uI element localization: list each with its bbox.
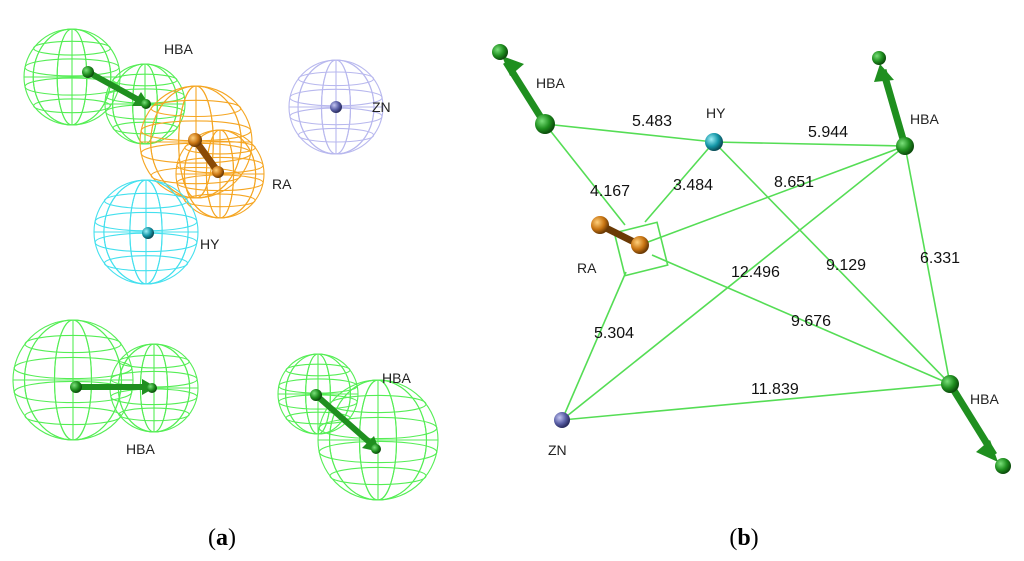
distance-ra-hba-right: 8.651 xyxy=(774,174,814,191)
label-ra: RA xyxy=(577,260,597,276)
hba-arrow xyxy=(879,69,909,147)
label-zn: ZN xyxy=(548,442,567,458)
zn-atom xyxy=(554,412,570,428)
line-hba-right-hba-bottom xyxy=(904,145,951,385)
hba-atom xyxy=(896,137,914,155)
ra-mesh-large xyxy=(139,85,253,199)
line-ra-hba-bottom xyxy=(651,254,951,385)
ra-atom xyxy=(591,216,609,234)
ra-projection-atom xyxy=(212,166,224,178)
label-hba-top-right: HBA xyxy=(910,111,939,127)
line-zn-hba-bottom xyxy=(561,383,951,421)
hba-atom xyxy=(535,114,555,134)
arrow-head xyxy=(976,440,998,462)
distance-hy-hba-bottom: 9.129 xyxy=(826,257,866,274)
distance-ra-hba-bottom: 9.676 xyxy=(791,313,831,330)
line-hy-hba-bottom xyxy=(713,141,951,385)
distance-ra-zn: 5.304 xyxy=(594,325,634,342)
hba-projection-atom xyxy=(872,51,886,65)
hba-atom xyxy=(70,381,82,393)
distance-hba-right-hba-bottom: 6.331 xyxy=(920,250,960,267)
caption-b-letter: b xyxy=(737,525,750,551)
hba-projection-atom xyxy=(141,99,151,109)
line-zn-hba-right xyxy=(561,145,906,421)
label-hba-bottom-right: HBA xyxy=(382,370,411,386)
hba-projection-atom xyxy=(371,444,381,454)
hba-projection-atom xyxy=(995,458,1011,474)
hba-top-left-feature xyxy=(492,44,555,134)
zn-atom xyxy=(330,101,342,113)
label-ra: RA xyxy=(272,176,292,192)
distance-hba-hy: 5.483 xyxy=(632,113,672,130)
hba-bottom-right-mesh-large xyxy=(317,379,439,501)
hba-bottom-right-feature xyxy=(310,389,381,454)
label-hba-bottom-right: HBA xyxy=(970,391,999,407)
line-ra-hba-right xyxy=(639,145,906,246)
hba-top-right-feature xyxy=(872,51,914,155)
hba-top-feature xyxy=(82,66,151,109)
hy-atom xyxy=(705,133,723,151)
hba-atom xyxy=(310,389,322,401)
hba-atom xyxy=(941,375,959,393)
hba-atom xyxy=(82,66,94,78)
arrow-head xyxy=(874,64,894,82)
distance-zn-hba-bottom: 11.839 xyxy=(751,381,799,398)
ra-projection-atom xyxy=(631,236,649,254)
panel-b: HBA HY HBA RA ZN HBA 5.483 5.944 4.167 3… xyxy=(492,44,1011,551)
arrow-head xyxy=(502,56,524,76)
hba-arrow xyxy=(314,392,378,451)
distance-zn-hba-right: 12.496 xyxy=(731,264,780,281)
hba-arrow xyxy=(86,69,148,107)
hy-atom xyxy=(142,227,154,239)
label-zn: ZN xyxy=(372,99,391,115)
caption-a: (a) xyxy=(208,525,236,551)
distance-hba-ra: 4.167 xyxy=(590,183,630,200)
line-hy-hba-right xyxy=(713,141,906,147)
line-hba-ra xyxy=(544,123,626,226)
hba-top-mesh-small xyxy=(104,63,186,145)
label-hba-top-left: HBA xyxy=(536,75,565,91)
hba-bottom-left-feature xyxy=(70,379,157,395)
line-ra-zn xyxy=(561,271,627,421)
distance-lines xyxy=(544,123,951,421)
ra-ring-box xyxy=(613,221,669,277)
hba-bottom-left-mesh-large xyxy=(12,319,134,441)
ra-atom xyxy=(188,133,202,147)
hba-bottom-right-feature xyxy=(941,375,1011,474)
line-hba-hy xyxy=(544,123,715,143)
distance-hy-hba-right: 5.944 xyxy=(808,124,848,141)
ra-feature xyxy=(591,216,649,254)
caption-b: (b) xyxy=(729,525,758,551)
ra-feature xyxy=(188,133,224,178)
label-hy: HY xyxy=(706,105,726,121)
hba-projection-atom xyxy=(492,44,508,60)
hba-projection-atom xyxy=(147,383,157,393)
panel-a: HBA ZN RA HY HBA HBA (a) xyxy=(12,28,439,551)
label-hba-bottom-left: HBA xyxy=(126,441,155,457)
mesh-layer xyxy=(12,28,439,501)
line-hy-ra xyxy=(644,141,715,223)
distance-hy-ra: 3.484 xyxy=(673,177,713,194)
label-hy: HY xyxy=(200,236,220,252)
caption-a-letter: a xyxy=(216,525,228,551)
label-hba-top: HBA xyxy=(164,41,193,57)
